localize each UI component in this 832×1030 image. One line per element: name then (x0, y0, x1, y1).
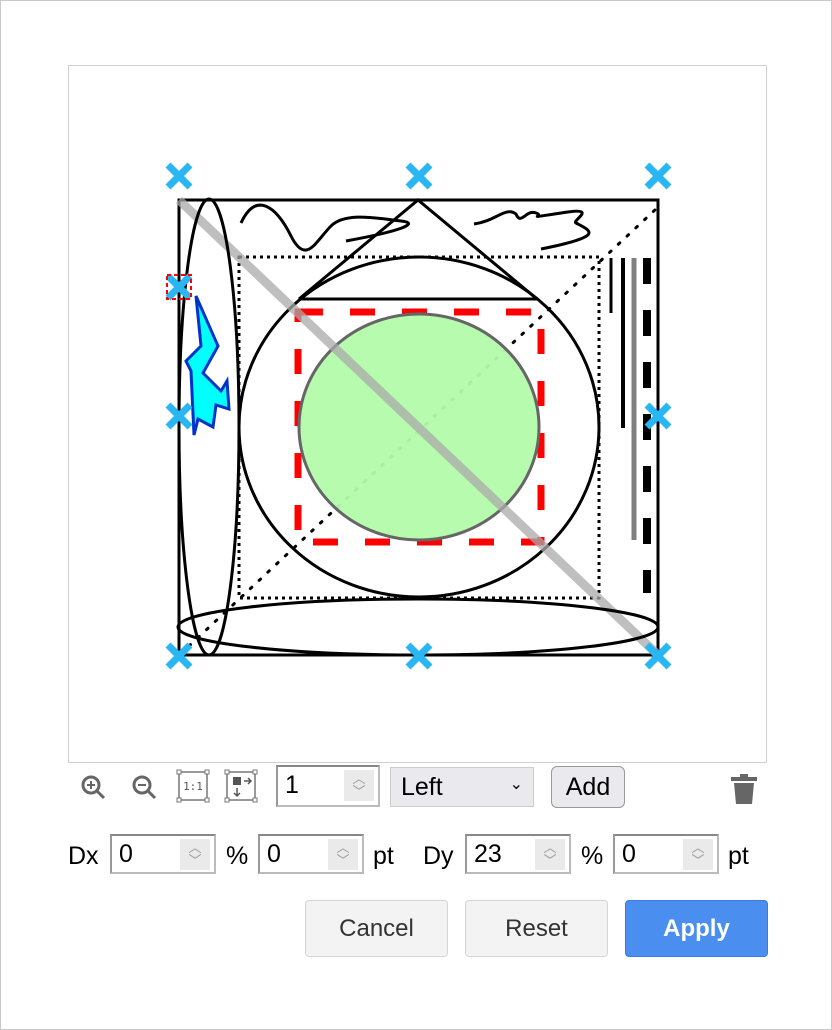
gray-diagonal (175, 196, 662, 659)
dy-percent-value: 23 (474, 840, 502, 868)
dy-pt-input[interactable]: 0 ︿﹀ (613, 834, 719, 874)
point-count-stepper[interactable]: 1 ︿﹀ (276, 765, 380, 807)
chevron-down-icon: ⌄ (509, 776, 523, 793)
dx-percent-value: 0 (119, 840, 133, 868)
red-dashed-rect (294, 308, 545, 546)
scribble-right (473, 209, 591, 251)
dx-pt-value: 0 (267, 840, 281, 868)
dx-label: Dx (68, 842, 99, 870)
dy-label: Dy (423, 842, 454, 870)
dy-percent-input[interactable]: 23 ︿﹀ (465, 834, 571, 874)
dy-percent-unit: % (581, 842, 604, 870)
connection-point-marker[interactable] (405, 642, 433, 670)
bottom-ellipse (176, 597, 660, 657)
dx-pt-input[interactable]: 0 ︿﹀ (258, 834, 364, 874)
dx-percent-input[interactable]: 0 ︿﹀ (110, 834, 216, 874)
svg-text:1:1: 1:1 (183, 780, 203, 793)
stepper-arrows[interactable]: ︿﹀ (683, 839, 713, 870)
side-select-value: Left (401, 773, 443, 801)
connection-point-marker[interactable] (165, 273, 193, 301)
scribble-left (239, 203, 410, 252)
trash-icon[interactable] (730, 773, 758, 805)
dx-percent-unit: % (226, 842, 249, 870)
stepper-arrows[interactable]: ︿﹀ (344, 770, 374, 801)
cancel-button[interactable]: Cancel (305, 900, 448, 957)
apply-button[interactable]: Apply (625, 900, 768, 957)
add-button[interactable]: Add (551, 766, 625, 808)
tall-ellipse (177, 197, 241, 657)
point-count-value: 1 (285, 771, 299, 799)
triangle (298, 198, 538, 301)
connection-point-marker[interactable] (644, 402, 672, 430)
connection-point-marker[interactable] (165, 162, 193, 190)
lightning-shape (184, 295, 231, 436)
dotted-diagonal (187, 207, 658, 648)
connection-point-marker[interactable] (405, 162, 433, 190)
stepper-arrows[interactable]: ︿﹀ (180, 839, 210, 870)
actual-size-icon[interactable]: 1:1 (176, 769, 210, 803)
dy-pt-value: 0 (622, 840, 636, 868)
selected-point-outline (166, 274, 192, 300)
zoom-in-icon[interactable] (78, 772, 108, 802)
fit-window-icon[interactable] (224, 769, 258, 803)
side-select[interactable]: Left ⌄ (390, 767, 534, 807)
shape-preview-canvas[interactable] (68, 65, 767, 763)
zoom-out-icon[interactable] (129, 772, 159, 802)
reset-button[interactable]: Reset (465, 900, 608, 957)
shape-preview (165, 162, 672, 670)
dx-pt-unit: pt (373, 842, 394, 870)
connection-points (165, 162, 672, 670)
stepper-arrows[interactable]: ︿﹀ (535, 839, 565, 870)
connection-point-marker[interactable] (644, 642, 672, 670)
stepper-arrows[interactable]: ︿﹀ (328, 839, 358, 870)
connection-point-marker[interactable] (165, 402, 193, 430)
connection-point-marker[interactable] (644, 162, 672, 190)
dy-pt-unit: pt (728, 842, 749, 870)
connection-point-marker[interactable] (165, 642, 193, 670)
